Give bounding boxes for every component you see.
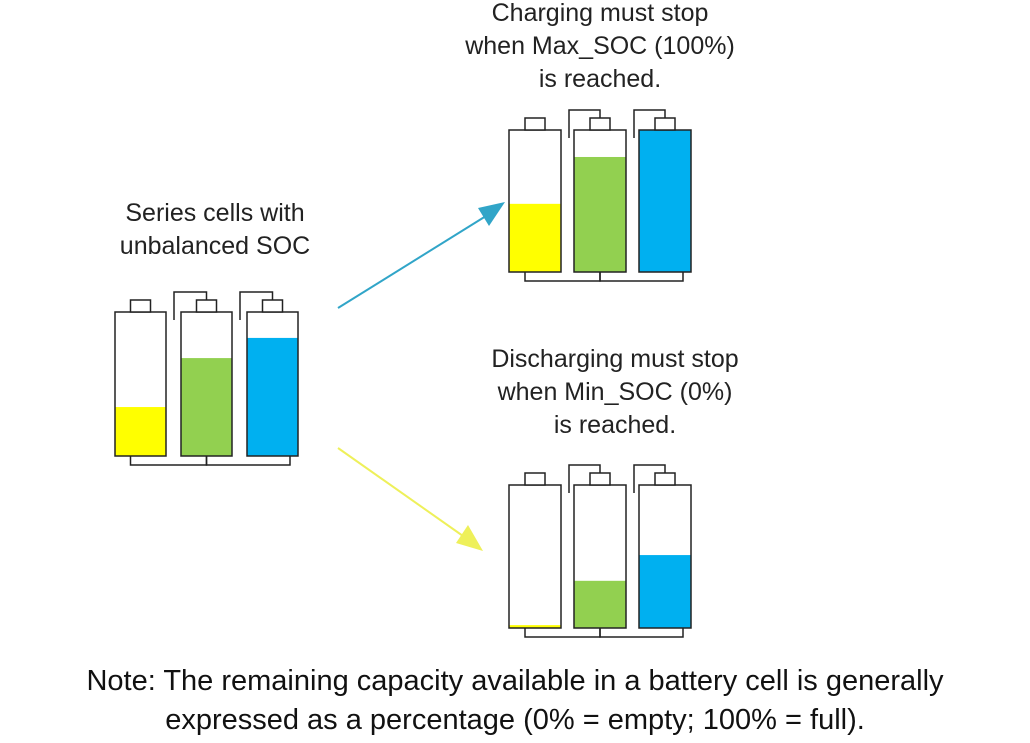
series-link-bottom-2 [205,456,291,466]
charge-label-line-1: Charging must stop [491,0,709,27]
series-link-top-2 [633,109,666,138]
series-link-bottom [129,456,208,466]
discharge-arrow-head [456,525,483,551]
charge-label-line-3: is reached. [538,65,662,93]
cell-fill-1 [509,203,561,272]
cell-fill-1 [509,625,561,628]
note-line-2: expressed as a percentage (0% = empty; 1… [165,704,865,736]
series-link-bottom-2 [599,272,684,282]
charge-arrow-head [478,202,505,226]
series-link-top-1 [173,291,208,320]
battery-terminal-2 [589,472,611,486]
charge-label-line-2: when Max_SOC (100%) [465,32,735,60]
note-line-1: Note: The remaining capacity available i… [86,665,944,697]
charge-label: Charging must stop when Max_SOC (100%) i… [440,0,760,96]
cell-fill-3 [639,555,691,628]
discharge-label-line-1: Discharging must stop [491,345,739,373]
series-link-top-1 [568,109,601,138]
battery-terminal-3 [654,117,676,131]
series-link-top-2 [239,291,274,320]
battery-cell-1 [508,484,562,629]
battery-group-charged [508,109,692,282]
cell-fill-2 [574,156,626,272]
battery-group-unbalanced [114,291,299,466]
discharge-label: Discharging must stop when Min_SOC (0%) … [455,343,775,442]
unbalanced-label: Series cells with unbalanced SOC [70,197,360,263]
battery-terminal-2 [195,299,218,313]
series-link-top-2 [633,464,666,493]
series-link-top-1 [568,464,601,493]
cell-fill-3 [247,337,298,456]
battery-terminal-3 [654,472,676,486]
battery-terminal-2 [589,117,611,131]
series-link-bottom [524,272,601,282]
series-link-bottom-2 [599,628,684,638]
battery-terminal-1 [524,472,546,486]
battery-terminal-3 [261,299,284,313]
battery-terminal-1 [524,117,546,131]
series-link-bottom [524,628,601,638]
battery-group-discharged [508,464,692,638]
cell-fill-2 [574,580,626,628]
cell-fill-3 [639,130,691,272]
cell-fill-1 [115,407,166,456]
battery-terminal-1 [129,299,152,313]
discharge-label-line-2: when Min_SOC (0%) [497,378,733,406]
discharge-label-line-3: is reached. [553,411,677,439]
unbalanced-label-line-2: unbalanced SOC [119,232,311,260]
charge-arrow [337,215,487,309]
unbalanced-label-line-1: Series cells with [125,199,305,227]
cell-fill-2 [181,358,232,456]
discharge-arrow [337,447,464,537]
